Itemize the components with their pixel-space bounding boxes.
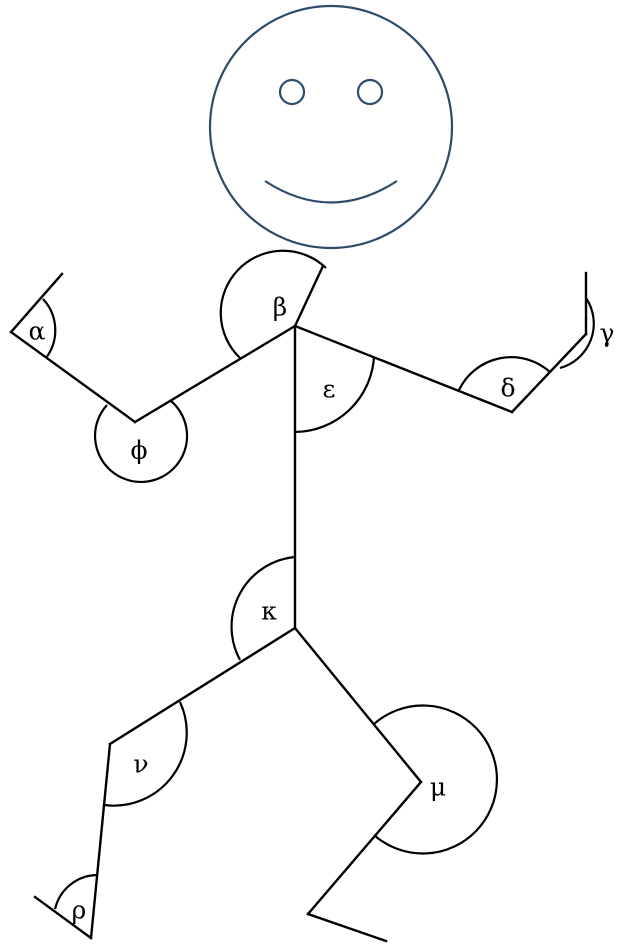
left-upper-arm — [135, 326, 295, 422]
label-mu: μ — [430, 773, 446, 802]
label-gamma: γ — [600, 319, 615, 348]
right-foot — [308, 914, 386, 941]
head — [210, 6, 452, 248]
angle-arcs — [43, 251, 594, 909]
head-outline — [210, 6, 452, 248]
label-rho: ρ — [72, 896, 87, 925]
label-phi: ϕ — [130, 436, 147, 465]
body-lines — [11, 266, 586, 941]
label-delta: δ — [500, 374, 515, 403]
right-forearm — [512, 334, 586, 412]
left-shin — [91, 744, 110, 938]
label-beta: β — [273, 293, 287, 322]
left-thigh — [110, 628, 295, 744]
neck-line — [295, 266, 323, 326]
label-epsilon: ε — [323, 375, 336, 404]
label-kappa: κ — [261, 597, 277, 626]
angle-labels: β ε α ϕ δ γ κ ν μ ρ — [29, 293, 615, 925]
label-alpha: α — [29, 317, 46, 346]
left-eye — [280, 80, 304, 104]
label-nu: ν — [133, 750, 148, 779]
right-shin — [308, 782, 421, 914]
right-eye — [358, 80, 382, 104]
right-thigh — [295, 628, 421, 782]
mouth — [265, 181, 397, 203]
left-forearm — [11, 332, 135, 422]
